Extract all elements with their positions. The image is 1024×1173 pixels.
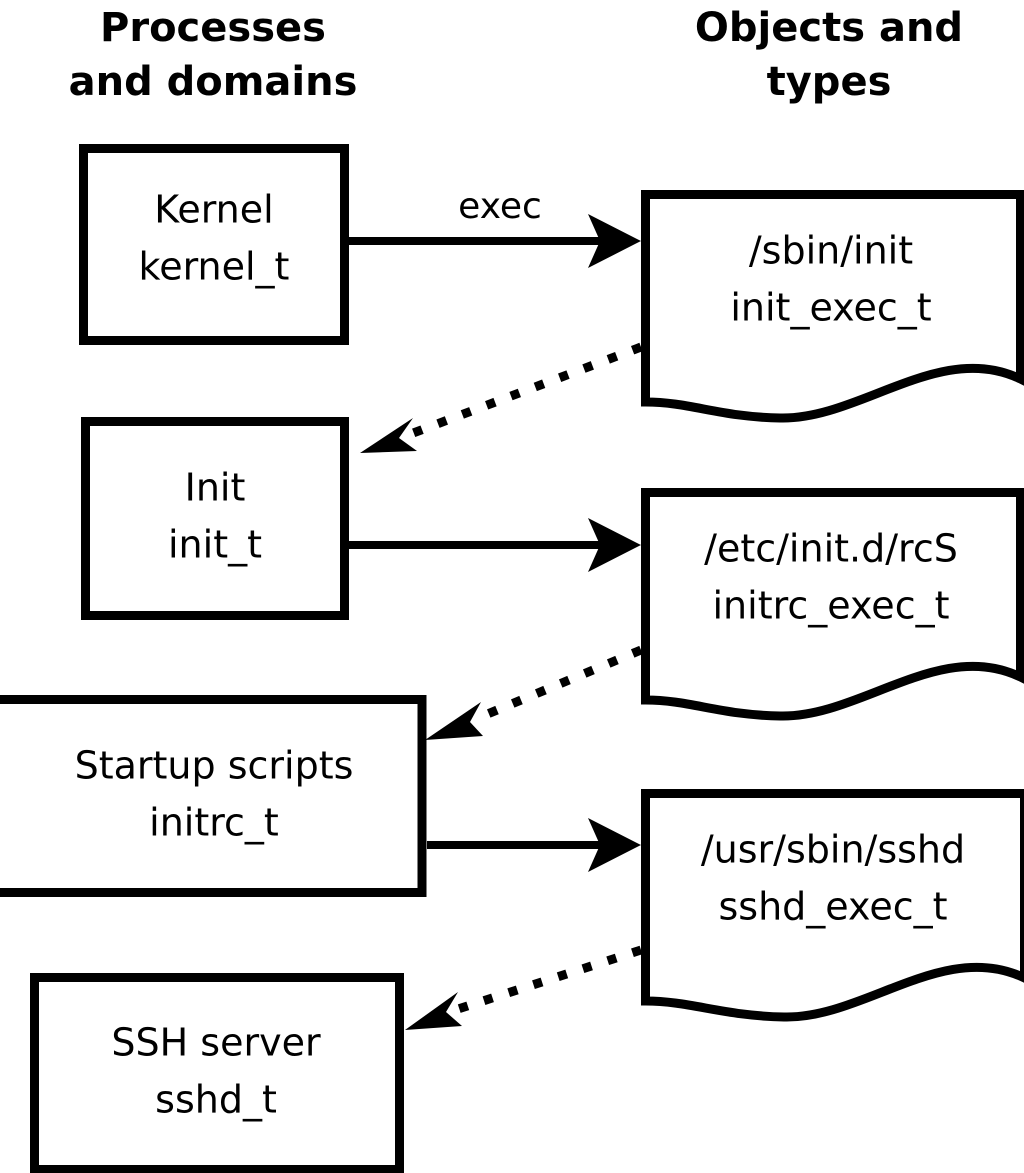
edge-initrcexec-transition-initrc — [425, 645, 643, 740]
column-header-objects-line1: Objects and — [695, 5, 963, 51]
edge-sshdexec-transition-sshd-line — [453, 945, 643, 1015]
process-node-ssh-server[interactable]: SSH server sshd_t — [30, 973, 404, 1173]
object-node-usr-sbin-sshd[interactable]: /usr/sbin/sshd sshd_exec_t — [641, 789, 1024, 1022]
edge-initexec-transition-init-arrowhead — [360, 418, 417, 453]
process-node-init-line2: init_t — [168, 523, 262, 567]
object-node-etc-initd-rcs-line1: /etc/init.d/rcS — [704, 527, 958, 571]
process-node-kernel-box[interactable] — [79, 144, 349, 345]
object-node-etc-initd-rcs-line2: initrc_exec_t — [713, 584, 950, 628]
process-node-ssh-server-box[interactable] — [30, 973, 404, 1173]
column-header-processes-line2: and domains — [69, 59, 358, 105]
object-node-etc-initd-rcs-shape[interactable] — [641, 488, 1024, 721]
edge-initexec-transition-init-line — [398, 342, 643, 443]
column-header-objects-line2: types — [767, 59, 892, 105]
process-node-ssh-server-line1: SSH server — [111, 1021, 321, 1065]
edge-sshdexec-transition-sshd — [405, 945, 643, 1030]
edge-sshdexec-transition-sshd-arrowhead — [405, 992, 462, 1030]
object-node-sbin-init[interactable]: /sbin/init init_exec_t — [641, 190, 1024, 423]
edge-initrcexec-transition-initrc-line — [476, 645, 643, 723]
edge-initrc-exec-sshd-arrowhead — [588, 818, 641, 872]
column-header-processes-line1: Processes — [100, 5, 326, 51]
edge-initexec-transition-init — [360, 342, 643, 453]
column-header-objects: Objects and types — [695, 5, 963, 105]
process-node-kernel[interactable]: Kernel kernel_t — [79, 144, 349, 345]
process-node-startup-scripts-line2: initrc_t — [149, 801, 279, 845]
edge-init-exec-rcs-arrowhead — [588, 518, 641, 572]
object-node-usr-sbin-sshd-shape[interactable] — [641, 789, 1024, 1022]
object-node-usr-sbin-sshd-line2: sshd_exec_t — [718, 885, 947, 929]
edge-initrc-exec-sshd — [427, 818, 641, 872]
edge-init-exec-rcs — [348, 518, 641, 572]
object-node-usr-sbin-sshd-line1: /usr/sbin/sshd — [701, 828, 965, 872]
process-node-startup-scripts[interactable]: Startup scripts initrc_t — [0, 695, 427, 897]
process-node-ssh-server-line2: sshd_t — [155, 1078, 277, 1122]
process-node-kernel-line2: kernel_t — [139, 245, 290, 289]
column-header-processes: Processes and domains — [69, 5, 358, 105]
process-node-startup-scripts-line1: Startup scripts — [75, 744, 354, 788]
edge-initrcexec-transition-initrc-arrowhead — [425, 702, 483, 740]
object-node-sbin-init-line2: init_exec_t — [730, 286, 931, 330]
process-node-init-line1: Init — [185, 466, 246, 510]
process-node-init-box[interactable] — [81, 417, 349, 620]
edge-kernel-exec-init: exec — [348, 186, 641, 268]
edge-kernel-exec-init-arrowhead — [588, 214, 641, 268]
object-node-sbin-init-line1: /sbin/init — [749, 229, 913, 273]
process-node-kernel-line1: Kernel — [154, 188, 273, 232]
edge-label-exec: exec — [458, 186, 542, 227]
object-node-sbin-init-shape[interactable] — [641, 190, 1024, 423]
process-node-init[interactable]: Init init_t — [81, 417, 349, 620]
process-node-startup-scripts-box[interactable] — [0, 695, 427, 897]
object-node-etc-initd-rcs[interactable]: /etc/init.d/rcS initrc_exec_t — [641, 488, 1024, 721]
